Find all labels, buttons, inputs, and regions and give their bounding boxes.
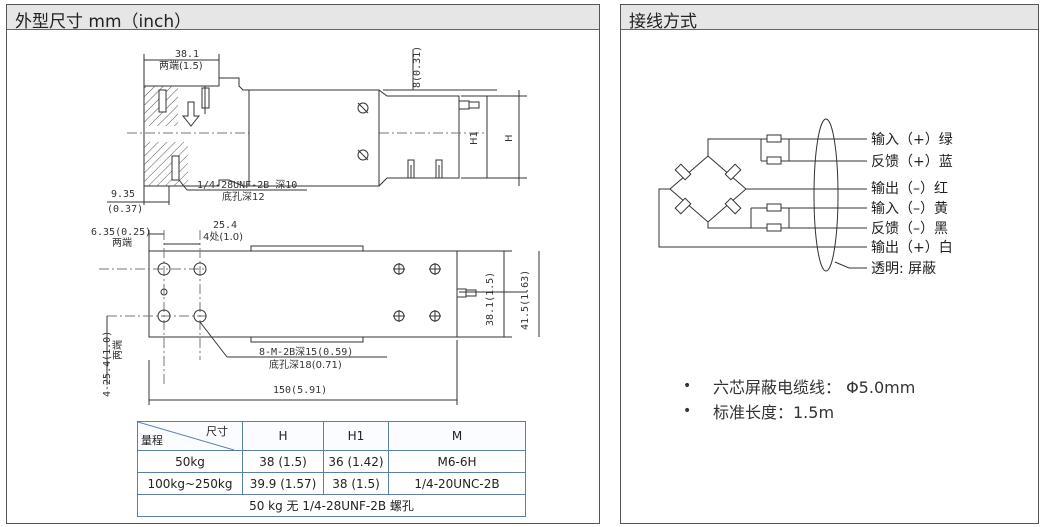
- header-size-label: 尺寸: [206, 425, 228, 438]
- wire-label-6: 输出（+）白: [871, 240, 953, 256]
- column-m: M: [388, 421, 526, 451]
- spec-item: • 六芯屏蔽电缆线： Φ5.0mm: [683, 373, 915, 398]
- cell-m: M6-6H: [388, 450, 526, 473]
- column-h: H: [242, 421, 324, 451]
- table-footer: 50 kg 无 1/4-28UNF-2B 螺孔: [137, 494, 526, 517]
- spec-text: 六芯屏蔽电缆线： Φ5.0mm: [713, 377, 916, 397]
- header-range-label: 量程: [141, 434, 163, 447]
- dim-height-1: 38.1(1.5): [485, 272, 496, 326]
- wiring-panel-header: 接线方式: [621, 5, 1038, 32]
- top-view: [99, 230, 540, 405]
- diagonal-line: [138, 422, 234, 450]
- wire-label-3: 输出（–）红: [871, 181, 948, 197]
- cell-range: 50kg: [137, 450, 243, 473]
- dim-hole-pitch: 25.4: [213, 220, 237, 231]
- label-h: H: [504, 134, 515, 142]
- dim-hole-edge: 6.35(0.25): [91, 227, 151, 238]
- dim-left-vertical-note: 两端: [111, 340, 124, 360]
- dim-hole-pitch-note: 4处(1.0): [203, 231, 243, 243]
- spec-item: • 标准长度：1.5m: [683, 398, 915, 423]
- thread-note-1: 1/4-28UNF-2B 深10: [197, 179, 297, 191]
- dim-top-width: 38.1: [175, 49, 199, 60]
- header-diagonal-cell: 尺寸 量程: [137, 421, 243, 451]
- wiring-diagram: 输入（+）绿 反馈（+）蓝 输出（–）红 输入（–）黄 反馈（–）黑 输出（+）…: [658, 118, 953, 277]
- dim-side-1: 9.35: [111, 189, 135, 200]
- dim-length: 150(5.91): [273, 385, 327, 396]
- dim-left-vertical: 4-25.4(1.0): [102, 331, 113, 397]
- wire-label-5: 反馈（–）黑: [871, 221, 948, 237]
- cell-h: 38 (1.5): [242, 450, 324, 473]
- dim-height-2: 41.5(1.63): [520, 270, 531, 330]
- thread-note-2: 底孔深12: [222, 190, 265, 203]
- wiring-title: 接线方式: [629, 12, 697, 32]
- wiring-panel: 接线方式: [620, 4, 1039, 524]
- dim-side-2: (0.37): [107, 204, 143, 215]
- dimensions-panel: 外型尺寸 mm（inch）: [6, 4, 600, 524]
- cell-range: 100kg~250kg: [137, 472, 243, 495]
- cell-h: 39.9 (1.57): [242, 472, 324, 495]
- dimensions-title: 外型尺寸 mm（inch）: [15, 12, 192, 32]
- dim-top-height: 8(0.31): [412, 46, 423, 88]
- table-footer-row: 50 kg 无 1/4-28UNF-2B 螺孔: [137, 494, 526, 517]
- cell-m: 1/4-20UNC-2B: [388, 472, 526, 495]
- side-view: [107, 50, 527, 205]
- dimension-drawing: 38.1 两端(1.5) 8(0.31) H1 H 1/4-28UNF-2B 深…: [91, 46, 540, 405]
- cable-specs: • 六芯屏蔽电缆线： Φ5.0mm • 标准长度：1.5m: [683, 373, 915, 423]
- bullet-icon: •: [683, 402, 692, 419]
- column-h1: H1: [323, 421, 389, 451]
- dimensions-panel-header: 外型尺寸 mm（inch）: [7, 5, 599, 32]
- table-row: 100kg~250kg 39.9 (1.57) 38 (1.5) 1/4-20U…: [137, 472, 526, 495]
- spec-table-header: 尺寸 量程 H H1 M: [137, 421, 526, 451]
- holes-note-1: 8-M-2B深15(0.59): [259, 346, 353, 358]
- bullet-icon: •: [683, 377, 692, 394]
- wire-label-7: 透明: 屏蔽: [871, 261, 936, 277]
- cell-h1: 36 (1.42): [323, 450, 389, 473]
- dim-hole-edge-note: 两端: [112, 236, 132, 249]
- cell-h1: 38 (1.5): [323, 472, 389, 495]
- dim-top-width-note: 两端(1.5): [159, 59, 203, 72]
- wire-label-4: 输入（–）黄: [871, 200, 948, 217]
- table-row: 50kg 38 (1.5) 36 (1.42) M6-6H: [137, 450, 526, 473]
- wire-label-2: 反馈（+）蓝: [871, 154, 953, 170]
- wire-label-1: 输入（+）绿: [871, 132, 953, 148]
- spec-text: 标准长度：1.5m: [713, 402, 835, 422]
- holes-note-2: 底孔深18(0.71): [269, 358, 342, 371]
- spec-table: 尺寸 量程 H H1 M 50kg 38 (1.5) 36 (1.42) M6-…: [137, 421, 526, 517]
- label-h1: H1: [469, 131, 480, 145]
